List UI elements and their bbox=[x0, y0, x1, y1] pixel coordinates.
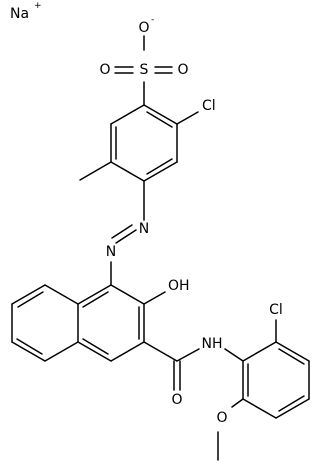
bond-methyl bbox=[79, 161, 112, 181]
bond-naph-l-inner-1 bbox=[17, 291, 44, 308]
bond-ring3-inner-2 bbox=[278, 395, 305, 412]
atom-na: Na bbox=[10, 6, 29, 22]
bond-ring-carbonyl bbox=[143, 341, 178, 362]
bond-naph-l-inner-2 bbox=[16, 338, 43, 355]
bond-n-ring bbox=[224, 348, 244, 362]
atom-s: S bbox=[140, 62, 149, 78]
atom-n-azo-2: N bbox=[106, 244, 116, 260]
atom-na-charge: + bbox=[34, 1, 42, 11]
bonds bbox=[11, 35, 310, 461]
bond-ring3-a bbox=[242, 341, 277, 362]
bond-cl-top bbox=[176, 111, 199, 125]
atom-oh: OH bbox=[168, 278, 190, 294]
bond-ring3-e bbox=[242, 398, 277, 419]
atom-nh: NH bbox=[202, 336, 223, 352]
bond-ring1-d bbox=[110, 161, 145, 182]
atom-cl-bottom: Cl bbox=[269, 302, 283, 318]
bond-naph-r-a bbox=[110, 284, 145, 305]
bond-naph-r-inner-2 bbox=[82, 338, 109, 355]
atom-cl-top: Cl bbox=[202, 98, 216, 114]
atom-o-left: O bbox=[99, 62, 110, 78]
atom-o-right: O bbox=[177, 62, 188, 78]
bond-naph-l-e bbox=[44, 341, 79, 362]
bond-naph-l-d bbox=[11, 341, 46, 362]
bond-ring1-f bbox=[110, 104, 145, 125]
bond-ring3-b bbox=[275, 341, 310, 362]
bond-naph-r-f bbox=[77, 284, 112, 305]
atom-o-minus: O bbox=[138, 20, 149, 36]
atom-labels: Na + O - S O O Cl N N OH NH Cl O O bbox=[10, 1, 283, 426]
bond-ring1-inner-2 bbox=[146, 158, 173, 175]
bond-oh bbox=[143, 291, 166, 305]
bond-naph-r-inner-3 bbox=[82, 291, 109, 308]
bond-naph-r-c bbox=[110, 341, 145, 362]
bond-ring1-a bbox=[143, 104, 178, 125]
bond-ring-o-methoxy bbox=[231, 398, 244, 408]
bond-n-n-2 bbox=[111, 224, 133, 239]
bond-ring3-d bbox=[275, 398, 310, 419]
bond-naph-l-a bbox=[44, 284, 79, 305]
bond-n-n-1 bbox=[115, 229, 137, 244]
atom-o-methoxy: O bbox=[216, 410, 227, 426]
bond-ring1-inner-1 bbox=[146, 111, 173, 128]
bond-naph-r-d bbox=[77, 341, 112, 362]
bond-ring1-c bbox=[143, 161, 178, 182]
atom-n-azo-1: N bbox=[139, 221, 149, 237]
atom-o-minus-charge: - bbox=[151, 15, 154, 25]
bond-c-n bbox=[176, 348, 200, 362]
bond-naph-l-b bbox=[11, 284, 46, 305]
bond-ring3-inner-1 bbox=[278, 348, 305, 365]
atom-o-carbonyl: O bbox=[171, 392, 182, 408]
